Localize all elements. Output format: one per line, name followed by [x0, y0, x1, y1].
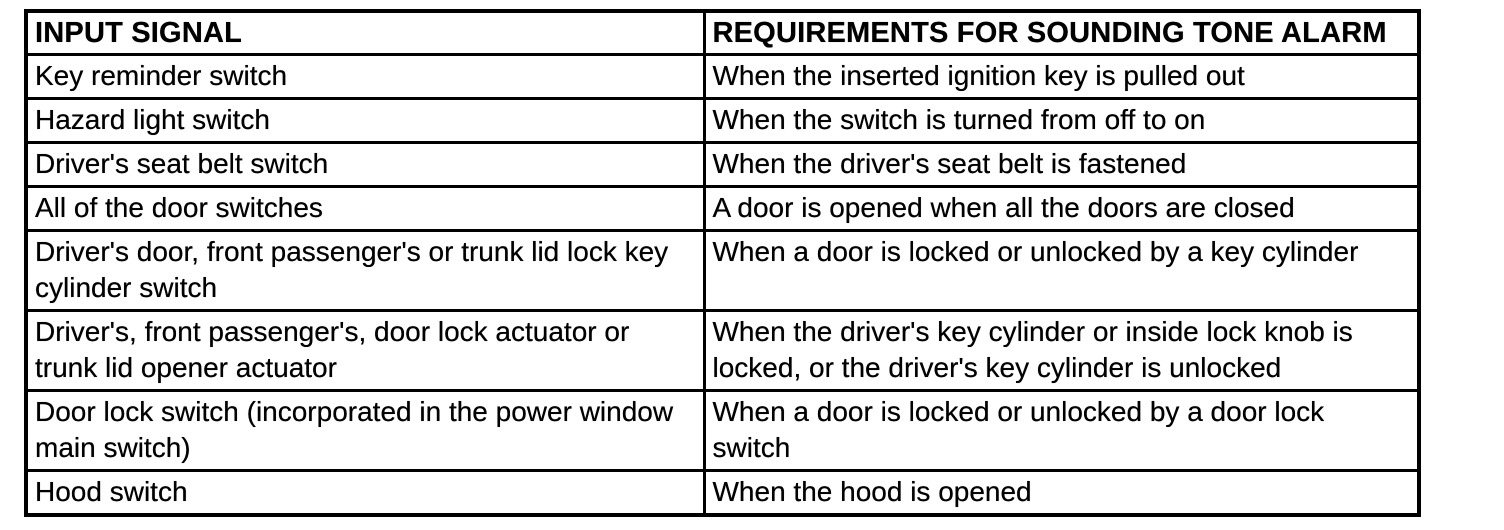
table-row: Door lock switch (incorporated in the po… [24, 389, 1421, 472]
table-row: Hazard light switch When the switch is t… [24, 97, 1421, 144]
header-row: INPUT SIGNAL REQUIREMENTS FOR SOUNDING T… [24, 9, 1421, 56]
input-signal-cell: Driver's door, front passenger's or trun… [24, 229, 706, 312]
requirement-cell: When a door is locked or unlocked by a d… [702, 389, 1421, 472]
input-signal-cell: Hazard light switch [24, 97, 706, 144]
table-row: All of the door switches A door is opene… [24, 185, 1421, 232]
table-row: Driver's, front passenger's, door lock a… [24, 309, 1421, 392]
requirement-cell: When the driver's seat belt is fastened [702, 141, 1421, 188]
input-signal-cell: Driver's, front passenger's, door lock a… [24, 309, 706, 392]
requirement-cell: When the hood is opened [702, 469, 1421, 517]
input-signal-cell: Driver's seat belt switch [24, 141, 706, 188]
input-signal-cell: Key reminder switch [24, 53, 706, 100]
col-header-input-signal: INPUT SIGNAL [24, 9, 706, 56]
table-row: Driver's seat belt switch When the drive… [24, 141, 1421, 188]
requirement-cell: When a door is locked or unlocked by a k… [702, 229, 1421, 312]
table-header: INPUT SIGNAL REQUIREMENTS FOR SOUNDING T… [24, 9, 1421, 56]
table-row: Key reminder switch When the inserted ig… [24, 53, 1421, 100]
table-body: Key reminder switch When the inserted ig… [24, 53, 1421, 517]
requirement-cell: When the driver's key cylinder or inside… [702, 309, 1421, 392]
col-header-requirements: REQUIREMENTS FOR SOUNDING TONE ALARM [702, 9, 1421, 56]
requirement-cell: A door is opened when all the doors are … [702, 185, 1421, 232]
input-signal-cell: Hood switch [24, 469, 706, 517]
tone-alarm-table: INPUT SIGNAL REQUIREMENTS FOR SOUNDING T… [24, 9, 1421, 517]
requirement-cell: When the inserted ignition key is pulled… [702, 53, 1421, 100]
table-row: Hood switch When the hood is opened [24, 469, 1421, 517]
requirement-cell: When the switch is turned from off to on [702, 97, 1421, 144]
table-row: Driver's door, front passenger's or trun… [24, 229, 1421, 312]
input-signal-cell: All of the door switches [24, 185, 706, 232]
input-signal-cell: Door lock switch (incorporated in the po… [24, 389, 706, 472]
